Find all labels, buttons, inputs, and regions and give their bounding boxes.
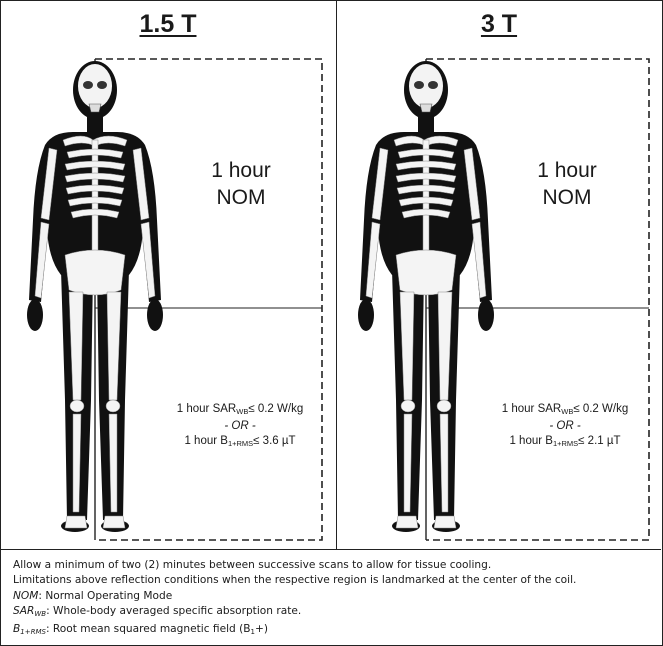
b1-term-sub: 1+RMS [20,628,46,636]
sar-sub: WB [561,407,573,416]
sar-term-sub: WB [34,610,46,618]
note-cooling: Allow a minimum of two (2) minutes betwe… [13,558,576,573]
sar-value: ≤ 0.2 W/kg [248,403,303,415]
note-sar: SARWB: Whole-body averaged specific abso… [13,604,576,622]
b1-value: ≤ 2.1 µT [578,435,620,447]
note-landmark: Limitations above reflection conditions … [13,573,576,588]
b1-def-end: +) [255,623,268,635]
b1-prefix: 1 hour B [184,435,227,447]
nom-label-line1: 1 hour [166,157,316,184]
or-text: - OR - [160,419,320,434]
b1-prefix: 1 hour B [509,435,552,447]
notes-section: Allow a minimum of two (2) minutes betwe… [0,549,661,646]
b1-sub: 1+RMS [228,439,253,448]
skeleton-figure [337,0,661,549]
nom-def: : Normal Operating Mode [38,590,172,602]
nom-region-label: 1 hour NOM [492,157,642,211]
b1-value: ≤ 3.6 µT [253,435,295,447]
nom-label-line1: 1 hour [492,157,642,184]
or-text: - OR - [485,419,645,434]
nom-term: NOM [13,590,38,602]
panel-3t: 3 T [337,0,661,549]
sar-prefix: 1 hour SAR [502,403,561,415]
sar-limit: 1 hour SARWB≤ 0.2 W/kg [160,402,320,419]
b1-sub: 1+RMS [553,439,578,448]
b1-limit: 1 hour B1+RMS≤ 2.1 µT [485,434,645,451]
panel-1-5t: 1.5 T [0,0,337,549]
sar-def: : Whole-body averaged specific absorptio… [46,605,301,617]
sar-limit: 1 hour SARWB≤ 0.2 W/kg [485,402,645,419]
region-outline [95,59,322,540]
b1-def: : Root mean squared magnetic field (B [46,623,251,635]
sar-prefix: 1 hour SAR [177,403,236,415]
b1-limit: 1 hour B1+RMS≤ 3.6 µT [160,434,320,451]
limits-text: 1 hour SARWB≤ 0.2 W/kg - OR - 1 hour B1+… [160,402,320,451]
note-b1: B1+RMS: Root mean squared magnetic field… [13,622,576,640]
limits-text: 1 hour SARWB≤ 0.2 W/kg - OR - 1 hour B1+… [485,402,645,451]
nom-region-label: 1 hour NOM [166,157,316,211]
sar-term: SAR [13,605,34,617]
region-outline [426,59,649,540]
notes-text: Allow a minimum of two (2) minutes betwe… [13,558,576,640]
sar-value: ≤ 0.2 W/kg [573,403,628,415]
sar-sub: WB [236,407,248,416]
skeleton-figure [0,0,336,549]
nom-label-line2: NOM [166,184,316,211]
note-nom: NOM: Normal Operating Mode [13,589,576,604]
nom-label-line2: NOM [492,184,642,211]
